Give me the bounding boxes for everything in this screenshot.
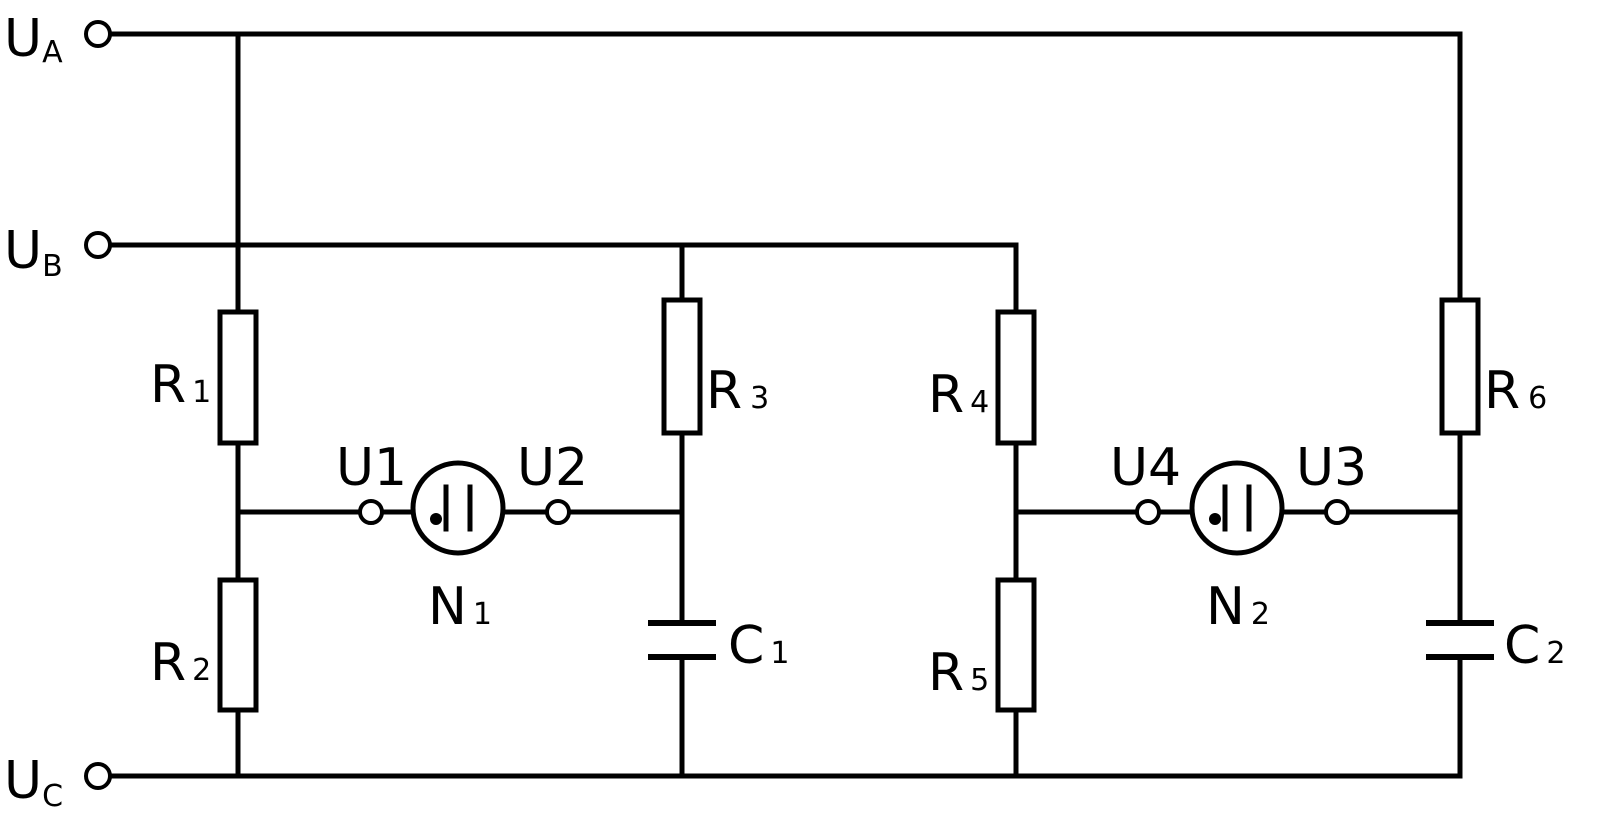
capacitor-c2 [1426,623,1494,657]
terminal-ua [86,22,110,46]
node-u3 [1326,501,1348,523]
node-u4 [1137,501,1159,523]
label-r5: R5 [928,643,989,703]
capacitor-c1 [648,623,716,657]
label-u3: U3 [1296,438,1367,498]
resistor-r1 [220,312,256,443]
label-u1: U1 [336,438,407,498]
label-uc: UC [4,751,63,814]
node-u2 [547,501,569,523]
component-labels: R1 R2 R3 R4 R5 R6 C1 C2 N1 N2 [150,355,1565,703]
label-r3: R3 [706,361,769,421]
neon-lamp-n1 [413,463,503,553]
resistor-r6 [1442,300,1478,433]
label-c2: C2 [1504,616,1565,676]
label-u4: U4 [1110,438,1181,498]
label-n1: N1 [428,577,492,637]
label-r4: R4 [928,365,989,425]
resistor-r2 [220,580,256,710]
neon-lamp-n2 [1192,463,1282,553]
terminal-labels: UA UB UC [4,9,63,814]
label-r6: R6 [1484,361,1547,421]
label-r2: R2 [150,633,211,693]
node-u1 [360,501,382,523]
label-n2: N2 [1206,577,1270,637]
resistor-r4 [998,312,1034,443]
label-u2: U2 [517,438,588,498]
label-c1: C1 [728,616,789,676]
terminal-ub [86,233,110,257]
label-r1: R1 [150,355,211,415]
label-ua: UA [4,9,63,70]
resistor-r5 [998,580,1034,710]
label-ub: UB [4,221,63,284]
terminal-uc [86,764,110,788]
resistor-r3 [664,300,700,433]
